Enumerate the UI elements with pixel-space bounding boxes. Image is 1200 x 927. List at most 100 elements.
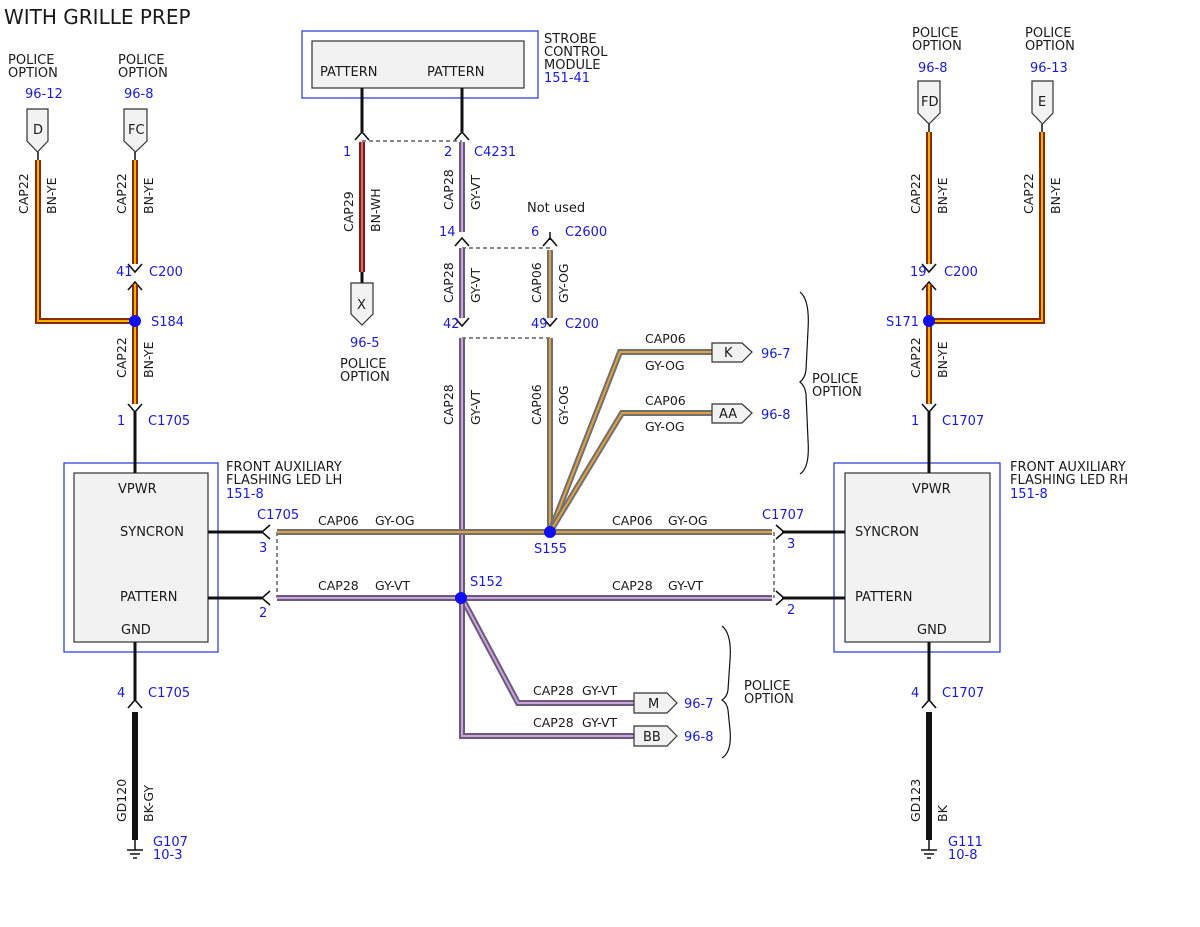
flag-e-police-l2: OPTION bbox=[1025, 39, 1075, 54]
wire-aa-circuit: CAP06 bbox=[645, 393, 686, 408]
c4231-pin-2: 2 bbox=[444, 145, 452, 160]
police-option-lower-l2: OPTION bbox=[744, 692, 794, 707]
flag-fd-icon[interactable] bbox=[917, 80, 941, 125]
wire-gd120-circuit: GD120 bbox=[114, 779, 129, 822]
wire-cap06-middle-color: GY-OG bbox=[556, 263, 571, 303]
flag-fd-label: FD bbox=[921, 95, 939, 110]
wire-aa-color: GY-OG bbox=[645, 419, 685, 434]
wire-cap28-upper-circuit: CAP28 bbox=[441, 169, 456, 210]
wire-cap28-lower-color: GY-VT bbox=[468, 389, 483, 425]
wire-cap06-branch-k[interactable] bbox=[547, 349, 712, 534]
ground-g111-ref: 10-8 bbox=[948, 848, 978, 863]
splice-s171[interactable] bbox=[923, 315, 935, 327]
connector-c200-rh-label: C200 bbox=[944, 265, 978, 280]
connector-c200-pin49-icon bbox=[542, 317, 558, 328]
lh-pin-syncron: SYNCRON bbox=[120, 525, 184, 540]
wire-syncron-lh-color: GY-OG bbox=[375, 513, 415, 528]
splice-s152[interactable] bbox=[455, 592, 467, 604]
wire-k-color: GY-OG bbox=[645, 358, 685, 373]
flag-x-police-l1: POLICE bbox=[340, 357, 386, 372]
c1707-pin-1: 1 bbox=[911, 414, 919, 429]
wire-pattern-lh-color: GY-VT bbox=[375, 578, 411, 593]
flag-d-icon[interactable] bbox=[26, 108, 49, 153]
wire-cap29-color: BN-WH bbox=[368, 188, 383, 232]
connector-c1705-pin3-icon bbox=[260, 524, 271, 540]
connector-c2600-label: C2600 bbox=[565, 225, 607, 240]
strobe-control-module[interactable]: PATTERN PATTERN bbox=[301, 30, 539, 99]
strobe-pin-pattern-right: PATTERN bbox=[427, 65, 485, 80]
c200-pin-49: 49 bbox=[531, 317, 548, 332]
wire-d-color: BN-YE bbox=[44, 177, 59, 214]
c200-pin-42: 42 bbox=[443, 317, 460, 332]
flag-k-icon[interactable] bbox=[711, 342, 753, 363]
c1705-pin-3: 3 bbox=[259, 541, 267, 556]
flag-bb-ref: 96-8 bbox=[684, 730, 714, 745]
flag-fc-label: FC bbox=[128, 123, 145, 138]
wire-cap06-middle-circuit: CAP06 bbox=[529, 262, 544, 303]
rh-pin-syncron: SYNCRON bbox=[855, 525, 919, 540]
flag-fc-police-l2: OPTION bbox=[118, 66, 168, 81]
c1707-pin-2: 2 bbox=[787, 603, 795, 618]
c200-pin-41: 41 bbox=[116, 265, 133, 280]
connector-c4231-pin2-icon bbox=[454, 130, 470, 141]
flag-fc-ref: 96-8 bbox=[124, 87, 154, 102]
wire-gd123-color: BK bbox=[935, 804, 950, 822]
wire-fd-circuit: CAP22 bbox=[908, 173, 923, 214]
police-option-brace-upper bbox=[799, 291, 809, 475]
wire-fc-color: BN-YE bbox=[141, 177, 156, 214]
wire-cap06-lower-color: GY-OG bbox=[556, 385, 571, 425]
wire-pattern-rh-circuit: CAP28 bbox=[612, 578, 653, 593]
connector-c1705-pin2-icon bbox=[260, 590, 271, 606]
flag-x-icon[interactable] bbox=[350, 282, 374, 326]
flag-k-ref: 96-7 bbox=[761, 347, 791, 362]
wire-m-color: GY-VT bbox=[582, 683, 618, 698]
flag-x-label: X bbox=[357, 298, 366, 313]
wire-gd123-circuit: GD123 bbox=[908, 779, 923, 822]
flag-m-icon[interactable] bbox=[633, 692, 678, 714]
c4231-pin-1: 1 bbox=[343, 145, 351, 160]
splice-s155-label: S155 bbox=[534, 542, 567, 557]
flag-m-label: M bbox=[648, 697, 659, 712]
wire-fc-circuit: CAP22 bbox=[114, 173, 129, 214]
wire-cap28-lower-circuit: CAP28 bbox=[441, 384, 456, 425]
ground-g107-ref: 10-3 bbox=[153, 848, 183, 863]
connector-c200-lh-icon bbox=[127, 263, 143, 274]
flag-e-police-l1: POLICE bbox=[1025, 26, 1071, 41]
flag-d-ref: 96-12 bbox=[25, 87, 63, 102]
flag-bb-icon[interactable] bbox=[633, 725, 678, 747]
connector-c200-rh-icon bbox=[921, 263, 937, 274]
front-aux-led-rh-module[interactable]: VPWR SYNCRON PATTERN GND bbox=[833, 462, 1001, 653]
flag-fc-icon[interactable] bbox=[123, 108, 148, 153]
rh-pin-vpwr: VPWR bbox=[912, 482, 951, 497]
connector-c200-pin42-icon bbox=[454, 317, 470, 328]
c1705-pin-4: 4 bbox=[117, 686, 125, 701]
flag-e-icon[interactable] bbox=[1031, 80, 1054, 125]
rh-module-ref: 151-8 bbox=[1010, 487, 1048, 502]
flag-x-police-l2: OPTION bbox=[340, 370, 390, 385]
flag-d-police-l1: POLICE bbox=[8, 53, 54, 68]
wire-cap22-from-e[interactable] bbox=[929, 132, 1045, 324]
front-aux-led-lh-module[interactable]: VPWR SYNCRON PATTERN GND bbox=[63, 462, 219, 653]
connector-c4231-pin1-icon bbox=[354, 130, 370, 141]
connector-c1705-top-label: C1705 bbox=[148, 414, 190, 429]
splice-s184[interactable] bbox=[129, 315, 141, 327]
connector-c1707-side-label: C1707 bbox=[762, 508, 804, 523]
wire-d-circuit: CAP22 bbox=[16, 173, 31, 214]
flag-aa-ref: 96-8 bbox=[761, 408, 791, 423]
wire-syncron-rh-circuit: CAP06 bbox=[612, 513, 653, 528]
ground-g111-icon bbox=[921, 849, 937, 859]
connector-c1707-top-label: C1707 bbox=[942, 414, 984, 429]
flag-fc-police-l1: POLICE bbox=[118, 53, 164, 68]
connector-c2600-pin14-icon bbox=[454, 236, 470, 247]
flag-d-police-l2: OPTION bbox=[8, 66, 58, 81]
connector-c1705-bottom-label: C1705 bbox=[148, 686, 190, 701]
wire-lh-lower-color: BN-YE bbox=[141, 341, 156, 378]
splice-s155[interactable] bbox=[544, 526, 556, 538]
flag-aa-label: AA bbox=[719, 407, 737, 422]
wire-cap28-middle-color: GY-VT bbox=[468, 267, 483, 303]
flag-e-label: E bbox=[1038, 95, 1046, 110]
strobe-pin-pattern-left: PATTERN bbox=[320, 65, 378, 80]
flag-aa-icon[interactable] bbox=[711, 403, 753, 424]
wire-bb-circuit: CAP28 bbox=[533, 715, 574, 730]
